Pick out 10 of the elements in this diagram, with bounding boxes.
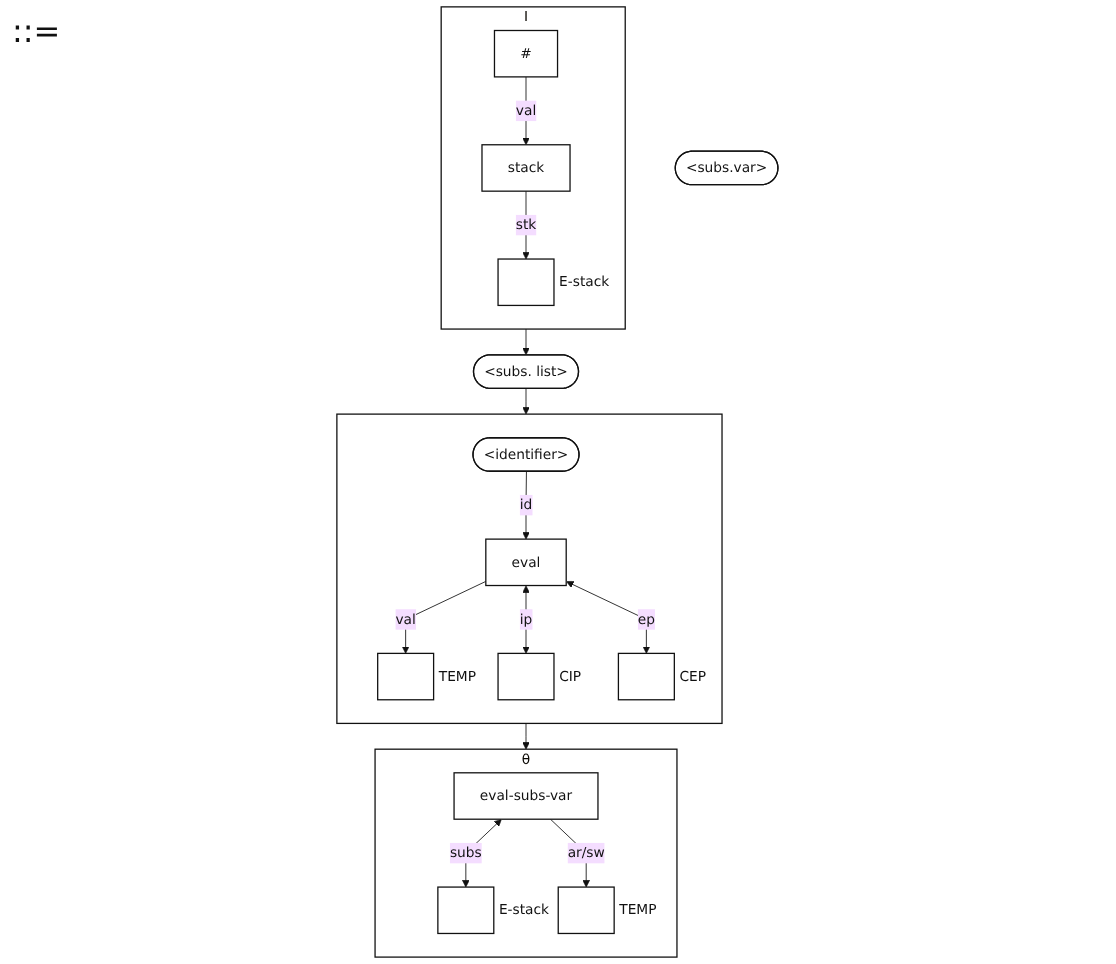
definition-symbol: ::= bbox=[12, 12, 61, 50]
node-box bbox=[437, 886, 496, 935]
cluster bbox=[336, 413, 724, 725]
cluster bbox=[441, 6, 627, 330]
node-box bbox=[377, 652, 435, 701]
node-box bbox=[618, 652, 676, 701]
node-box bbox=[498, 652, 556, 701]
node-box bbox=[558, 886, 616, 935]
cluster bbox=[375, 748, 679, 958]
node-box bbox=[498, 258, 556, 307]
